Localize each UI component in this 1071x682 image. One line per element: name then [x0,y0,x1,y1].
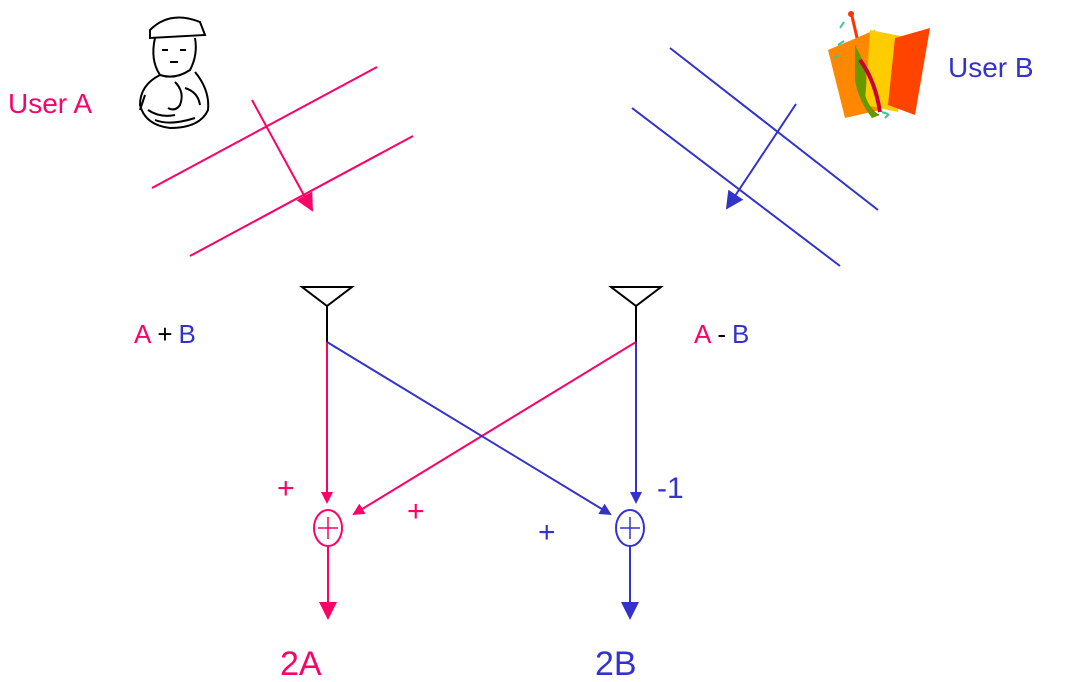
path-left-cross [326,341,612,516]
abstract-art-icon [828,11,930,119]
worker-figure-icon [138,16,210,130]
propagation-arrow-b [725,103,797,210]
plus-sign-left-top: + [277,472,295,505]
plus-sign-left-cross: + [407,495,425,528]
path-right-cross [352,341,637,516]
antenna-left-signal-label: A+B [134,319,196,349]
minus-one-label: -1 [657,472,684,505]
output-2b-label: 2B [595,645,637,682]
adder-right [615,509,645,547]
wavefront-a-1 [151,66,378,189]
user-b-label: User B [948,52,1034,83]
antenna-left-icon [299,286,355,342]
output-2a-label: 2A [280,645,322,682]
propagation-arrow-a [251,99,313,212]
adder-left [313,509,343,547]
antenna-right-signal-label: A-B [694,319,749,349]
user-a-label: User A [8,88,92,119]
antenna-right-icon [608,286,664,342]
plus-sign-right-cross: + [538,516,556,549]
wavefront-b-1 [669,47,879,211]
wavefront-b-2 [631,107,841,267]
wavefront-a-2 [189,135,414,257]
